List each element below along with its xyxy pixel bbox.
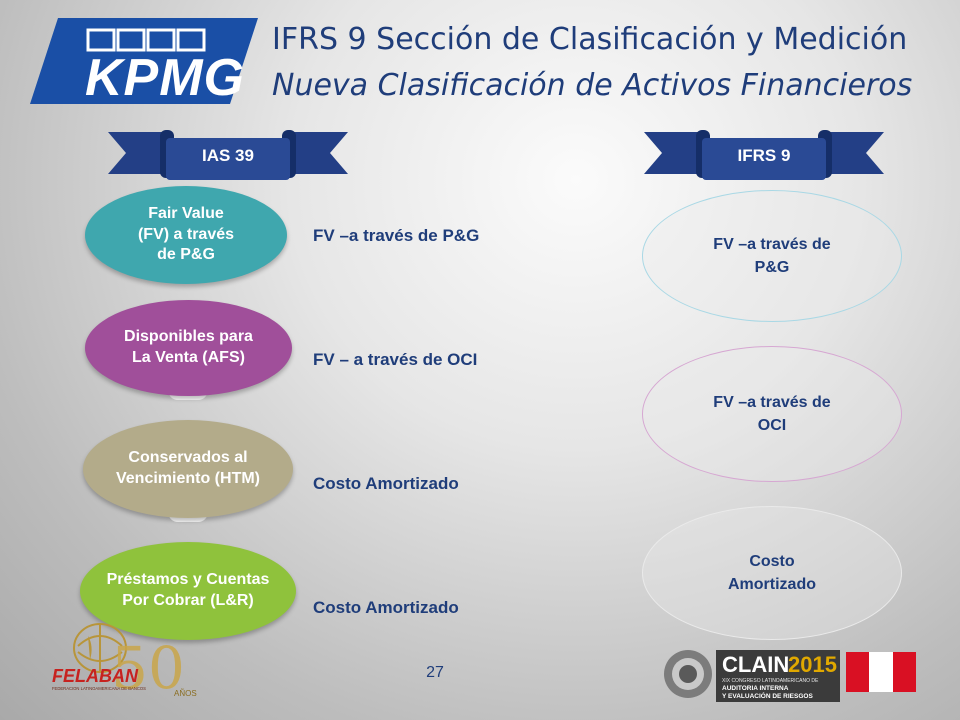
oval-line: Préstamos y Cuentas (106, 571, 270, 589)
oval-line: Amortizado (728, 576, 816, 593)
measurement-amortized-cost: Costo Amortizado (313, 474, 459, 493)
felaban-logo: 50 AÑOS FELABAN FEDERACION LATINOAMERICA… (48, 616, 218, 710)
ias39-afs-oval: Disponibles para La Venta (AFS) (85, 300, 292, 396)
banner-ifrs9-label: IFRS 9 (737, 146, 791, 165)
oval-line: Conservados al (128, 449, 248, 467)
measurement-fv-oci: FV – a través de OCI (313, 350, 478, 369)
oval-line: Vencimiento (HTM) (115, 470, 260, 487)
oval-line: Costo (749, 552, 795, 570)
oval-line: Fair Value (148, 204, 224, 222)
oval-line: FV –a través de (713, 393, 831, 411)
felaban-subtitle: FEDERACION LATINOAMERICANA DE BANCOS (52, 686, 146, 691)
banner-ias39: IAS 39 (108, 128, 348, 184)
measurement-amortized-cost: Costo Amortizado (313, 598, 459, 617)
oval-line: Disponibles para (124, 328, 253, 346)
clain-name: CLAIN (722, 652, 789, 677)
kpmg-logo: KPMG (30, 18, 258, 107)
felaban-name: FELABAN (52, 666, 139, 686)
ias39-loans-receivables-oval: Préstamos y Cuentas Por Cobrar (L&R) (80, 542, 296, 640)
ifrs9-fv-pg-oval: FV –a través de P&G (642, 190, 902, 322)
ifrs9-fv-oci-oval: FV –a través de OCI (642, 346, 902, 482)
clain-line1: XIX CONGRESO LATINOAMERICANO DE (722, 678, 819, 684)
oval-line: FV –a través de (713, 235, 831, 253)
ias39-fair-value-oval: Fair Value (FV) a través de P&G (85, 186, 287, 284)
oval-line: P&G (754, 259, 790, 276)
clain-2015-logo: CLAIN 2015 XIX CONGRESO LATINOAMERICANO … (660, 644, 842, 706)
oval-line: OCI (757, 417, 787, 434)
oval-line: de P&G (157, 246, 215, 264)
page-number: 27 (426, 664, 444, 681)
oval-line: La Venta (AFS) (132, 349, 245, 366)
clain-year: 2015 (788, 652, 837, 677)
felaban-anniversary: 50 (111, 634, 185, 702)
peru-flag-icon (846, 652, 916, 692)
oval-line: (FV) a través (137, 225, 235, 243)
clain-line2: AUDITORIA INTERNA (722, 685, 789, 692)
clain-line3: Y EVALUACIÓN DE RIESGOS (722, 691, 813, 700)
ias39-htm-oval: Conservados al Vencimiento (HTM) (83, 420, 293, 518)
banner-ias39-label: IAS 39 (202, 146, 254, 165)
oval-line: Por Cobrar (L&R) (122, 592, 254, 609)
measurement-fv-pg: FV –a través de P&G (313, 226, 480, 245)
ifrs9-amortized-cost-oval: Costo Amortizado (642, 506, 902, 640)
page-title: IFRS 9 Sección de Clasificación y Medici… (272, 22, 908, 57)
kpmg-logo-text: KPMG (85, 49, 245, 107)
felaban-years: AÑOS (174, 689, 197, 698)
page-subtitle: Nueva Clasificación de Activos Financier… (272, 68, 913, 103)
banner-ifrs9: IFRS 9 (644, 128, 884, 184)
